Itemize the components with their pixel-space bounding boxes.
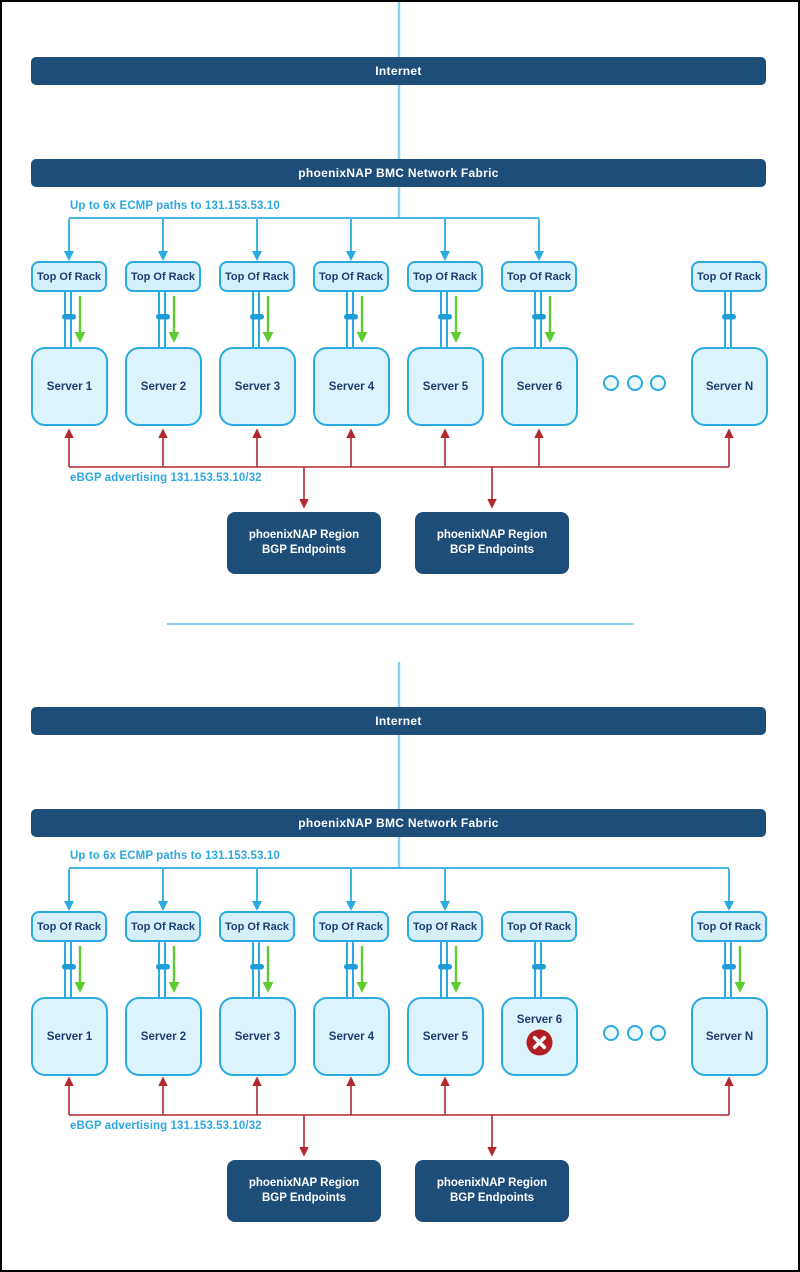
tor-box-5: Top Of Rack	[407, 911, 483, 942]
tor-box-4: Top Of Rack	[313, 261, 389, 292]
d2-ecmp-fanout-lines	[64, 867, 734, 911]
tor-box-6: Top Of Rack	[501, 911, 577, 942]
ecmp-note: Up to 6x ECMP paths to 131.153.53.10	[70, 200, 280, 212]
server-box-6: Server 6	[501, 347, 578, 426]
server-box-5: Server 5	[407, 997, 484, 1076]
server-box-2: Server 2	[125, 347, 202, 426]
d1-ellipsis-dots	[603, 375, 666, 391]
server-box-4: Server 4	[313, 347, 390, 426]
server-box-5: Server 5	[407, 347, 484, 426]
d2-tor-server-links	[62, 942, 746, 997]
tor-box-1: Top Of Rack	[31, 261, 107, 292]
tor-box-4: Top Of Rack	[313, 911, 389, 942]
endpoint-line2: BGP Endpoints	[449, 1192, 535, 1204]
d1-green-downlink-arrows	[74, 296, 556, 343]
server-box-n: Server N	[691, 347, 768, 426]
tor-box-3: Top Of Rack	[219, 261, 295, 292]
tor-box-2: Top Of Rack	[125, 911, 201, 942]
d2-ebgp-lines	[64, 1076, 734, 1157]
tor-box-2: Top Of Rack	[125, 261, 201, 292]
tor-box-3: Top Of Rack	[219, 911, 295, 942]
server-box-1: Server 1	[31, 347, 108, 426]
ebgp-note: eBGP advertising 131.153.53.10/32	[70, 472, 262, 484]
server-box-3: Server 3	[219, 997, 296, 1076]
endpoint-line1: phoenixNAP Region	[248, 1177, 360, 1189]
ebgp-note-2: eBGP advertising 131.153.53.10/32	[70, 1120, 262, 1132]
server-box-2: Server 2	[125, 997, 202, 1076]
endpoint-line2: BGP Endpoints	[261, 544, 347, 556]
d2-link-aggregation-bars	[62, 964, 736, 970]
bmc-fabric-bar-2: phoenixNAP BMC Network Fabric	[31, 809, 766, 837]
internet-bar-2: Internet	[31, 707, 766, 735]
d2-green-downlink-arrows	[74, 946, 746, 993]
server-box-6-failed: Server 6	[501, 997, 578, 1076]
server-label: Server 6	[516, 1014, 563, 1026]
endpoint-line1: phoenixNAP Region	[436, 1177, 548, 1189]
endpoint-line2: BGP Endpoints	[449, 544, 535, 556]
d1-link-aggregation-bars	[62, 314, 736, 320]
d1-ebgp-lines	[64, 428, 734, 509]
server-box-4: Server 4	[313, 997, 390, 1076]
internet-bar: Internet	[31, 57, 766, 85]
tor-box-n: Top Of Rack	[691, 911, 767, 942]
bgp-endpoint-box-1: phoenixNAP Region BGP Endpoints	[227, 512, 381, 574]
ecmp-note-2: Up to 6x ECMP paths to 131.153.53.10	[70, 850, 280, 862]
bmc-fabric-bar: phoenixNAP BMC Network Fabric	[31, 159, 766, 187]
bgp-endpoint-box-1: phoenixNAP Region BGP Endpoints	[227, 1160, 381, 1222]
endpoint-line1: phoenixNAP Region	[436, 529, 548, 541]
server-box-n: Server N	[691, 997, 768, 1076]
d1-ecmp-fanout-lines	[64, 217, 544, 261]
tor-box-5: Top Of Rack	[407, 261, 483, 292]
endpoint-line1: phoenixNAP Region	[248, 529, 360, 541]
server-box-1: Server 1	[31, 997, 108, 1076]
d2-ellipsis-dots	[603, 1025, 666, 1041]
tor-box-1: Top Of Rack	[31, 911, 107, 942]
endpoint-line2: BGP Endpoints	[261, 1192, 347, 1204]
bgp-endpoint-box-2: phoenixNAP Region BGP Endpoints	[415, 1160, 569, 1222]
bgp-endpoint-box-2: phoenixNAP Region BGP Endpoints	[415, 512, 569, 574]
tor-box-6: Top Of Rack	[501, 261, 577, 292]
server-box-3: Server 3	[219, 347, 296, 426]
error-x-icon	[526, 1029, 553, 1056]
tor-box-n: Top Of Rack	[691, 261, 767, 292]
d1-tor-server-links	[62, 292, 736, 347]
